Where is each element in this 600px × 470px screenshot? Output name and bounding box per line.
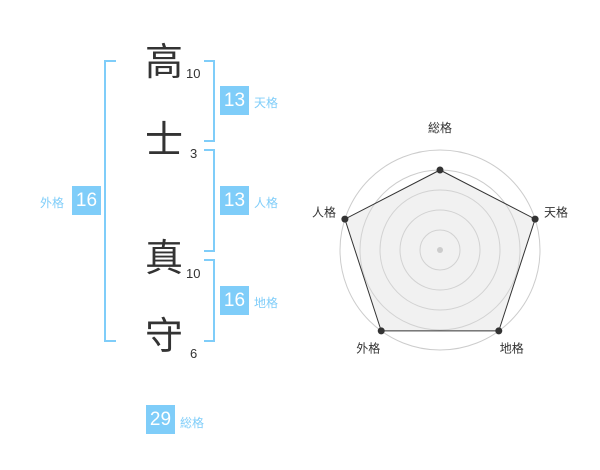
stroke-count-4: 6 (190, 346, 198, 361)
jinkaku-bracket (204, 149, 215, 252)
radar-point (377, 327, 385, 335)
name-char-4: 守 (144, 314, 183, 358)
tenkaku-bracket (204, 60, 215, 142)
tenkaku-label: 天格 (254, 96, 279, 110)
name-char-2: 士 (144, 118, 183, 162)
radar-axis-label: 人格 (312, 204, 336, 219)
soukaku-label: 総格 (180, 416, 205, 430)
radar-ring (339, 149, 541, 351)
jinkaku-label: 人格 (254, 196, 279, 210)
name-char-3: 真 (144, 236, 183, 280)
radar-point (341, 215, 349, 223)
gaikaku-label: 外格 (40, 196, 65, 210)
radar-axis-label: 天格 (544, 204, 568, 219)
radar-ring (379, 189, 501, 311)
stroke-count-2: 3 (190, 146, 198, 161)
soukaku-value: 29 (146, 405, 175, 434)
radar-point (495, 327, 503, 335)
stroke-count-3: 10 (186, 266, 201, 281)
chikaku-label: 地格 (254, 296, 279, 310)
radar-ring (419, 229, 461, 271)
radar-ring (399, 209, 481, 291)
chikaku-value: 16 (220, 286, 249, 315)
tenkaku-value: 13 (220, 86, 249, 115)
stroke-count-1: 10 (186, 66, 201, 81)
name-char-1: 高 (144, 40, 183, 84)
jinkaku-value: 13 (220, 186, 249, 215)
radar-point (436, 166, 444, 174)
gaikaku-value: 16 (72, 186, 101, 215)
radar-center-dot (437, 247, 443, 253)
radar-axis-label: 地格 (500, 341, 524, 356)
radar-point (531, 215, 539, 223)
gaikaku-bracket (104, 60, 116, 342)
radar-axis-label: 外格 (356, 341, 380, 356)
chikaku-bracket (204, 259, 215, 342)
radar-axis-label: 総格 (428, 120, 452, 135)
